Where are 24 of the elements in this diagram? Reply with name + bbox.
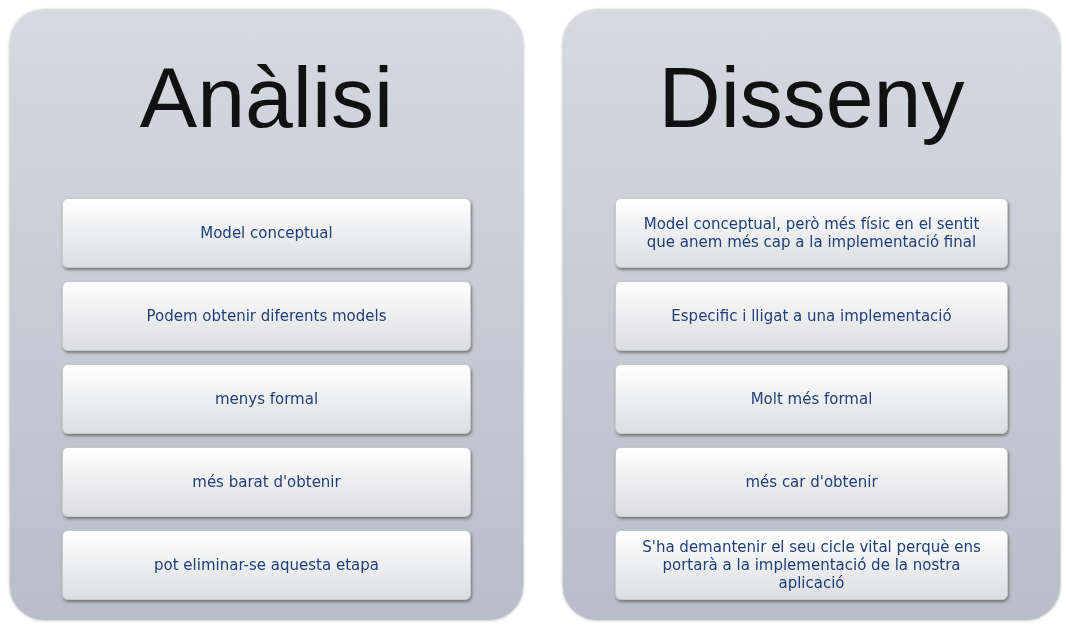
text-box [62,530,471,600]
box-text: més barat d'obtenir [192,473,341,491]
text-box [615,530,1008,600]
text-box [62,447,471,517]
box-text: més car d'obtenir [745,473,878,491]
box-text: Model conceptual [200,224,333,242]
box-text: Podem obtenir diferents models [146,307,387,325]
text-box [615,447,1008,517]
box-text: pot eliminar-se aquesta etapa [154,556,379,574]
box-text: Model conceptual, però més físic en el sentit que anem més cap a la implementació final [642,215,981,251]
text-box [615,364,1008,434]
panel [563,10,1060,620]
box-text: menys formal [214,390,319,408]
text-box [62,198,471,268]
box-text: Especific i lligat a una implementació [671,307,952,325]
box-text: S'ha demantenir el seu cicle vital perquè ens portarà a la implementació de la nostra aplicació [641,538,982,592]
panel [10,10,523,620]
text-box [62,281,471,351]
text-box [615,198,1008,268]
box-text: Molt més formal [750,390,873,408]
panel-title: Anàlisi [138,48,395,147]
panel-title: Disseny [657,48,966,147]
text-box [62,364,471,434]
text-box [615,281,1008,351]
